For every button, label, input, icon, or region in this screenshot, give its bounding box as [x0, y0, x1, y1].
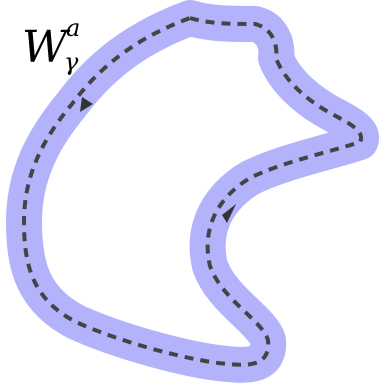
- arrow-right-upward: [222, 204, 236, 223]
- loop-path: [22, 16, 364, 367]
- label-superscript: a: [66, 14, 80, 42]
- label-subscript: γ: [64, 48, 79, 76]
- arrow-left-upward: [80, 97, 93, 112]
- loop-label: W a γ: [22, 14, 80, 76]
- label-base: W: [22, 22, 71, 73]
